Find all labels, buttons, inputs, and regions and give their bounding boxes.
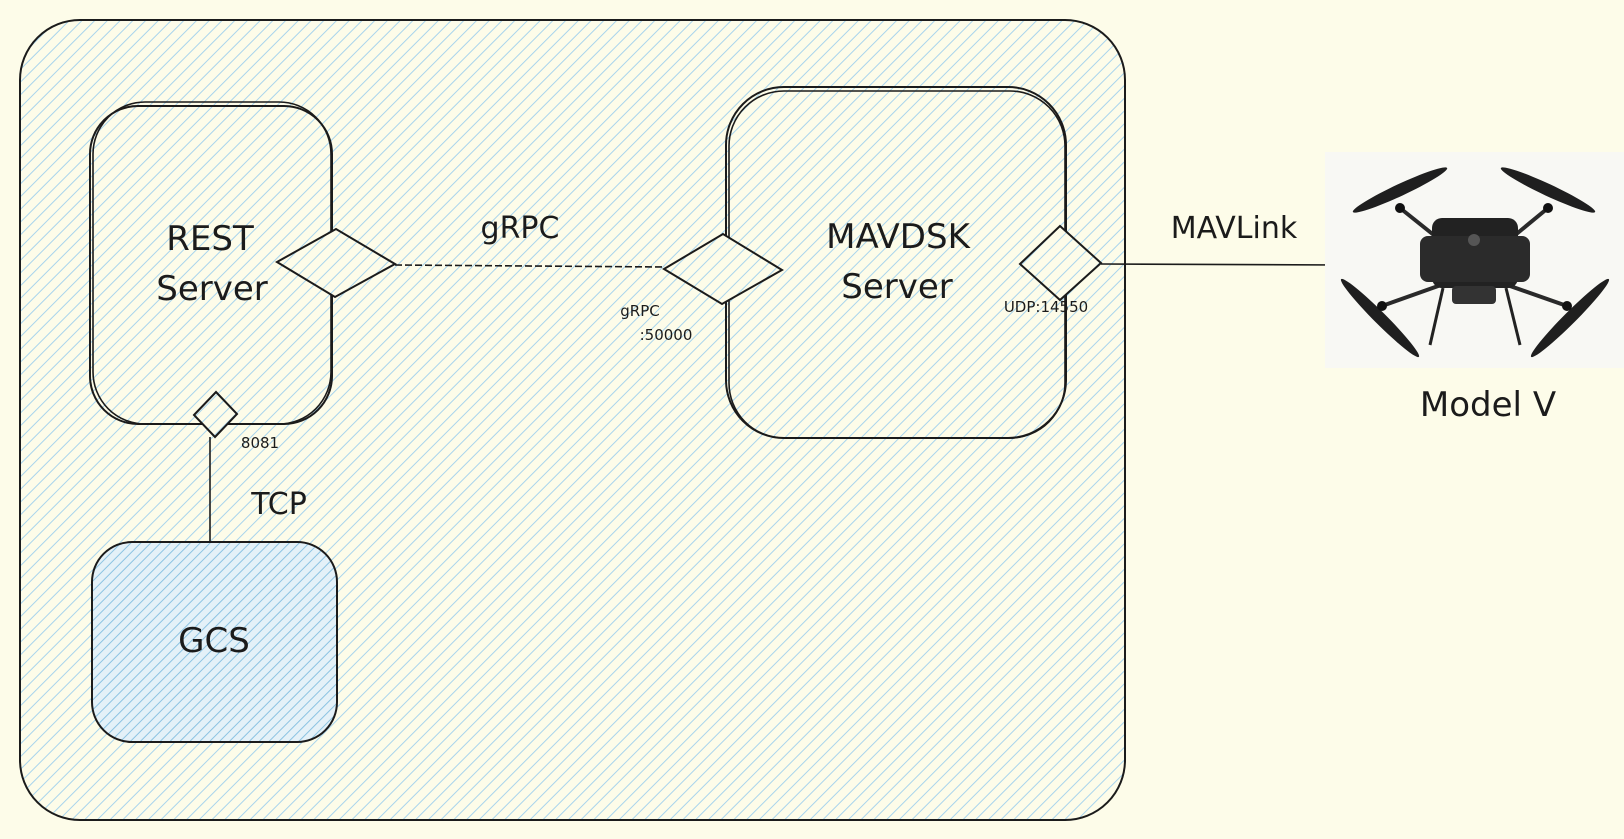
rest-server-tcp-port[interactable]: 8081 — [192, 390, 279, 452]
edge-mavsdk-to-drone: MAVLink — [1100, 211, 1343, 266]
mavlink-edge-label: MAVLink — [1171, 211, 1298, 246]
rest-server-label-line1: REST — [166, 219, 254, 259]
mavsdk-server-udp-port[interactable]: UDP:14550 — [1004, 224, 1103, 316]
mavsdk-server-grpc-port[interactable]: gRPC :50000 — [620, 232, 784, 344]
edge-rest-to-mavsdk: gRPC — [394, 211, 666, 268]
mavsdk-server-label-line1: MAVDSK — [826, 217, 971, 257]
rest-server-grpc-port[interactable] — [275, 227, 398, 299]
rest-port-label: 8081 — [241, 434, 279, 452]
mavsdk-grpc-port-label-line1: gRPC — [620, 302, 659, 320]
edge-gcs-to-rest: TCP — [209, 437, 307, 542]
mavsdk-grpc-port-label-line2: :50000 — [640, 326, 693, 344]
rest-server-label-line2: Server — [156, 269, 268, 309]
grpc-edge-label: gRPC — [481, 211, 560, 246]
gcs-label: GCS — [178, 621, 250, 661]
gcs-node[interactable]: GCS — [91, 541, 338, 743]
quadcopter-drone-icon — [1325, 152, 1624, 368]
drone-label: Model V — [1420, 385, 1556, 425]
mavsdk-udp-port-label: UDP:14550 — [1004, 298, 1088, 316]
mavsdk-server-label-line2: Server — [841, 267, 953, 307]
tcp-edge-label: TCP — [250, 487, 307, 522]
